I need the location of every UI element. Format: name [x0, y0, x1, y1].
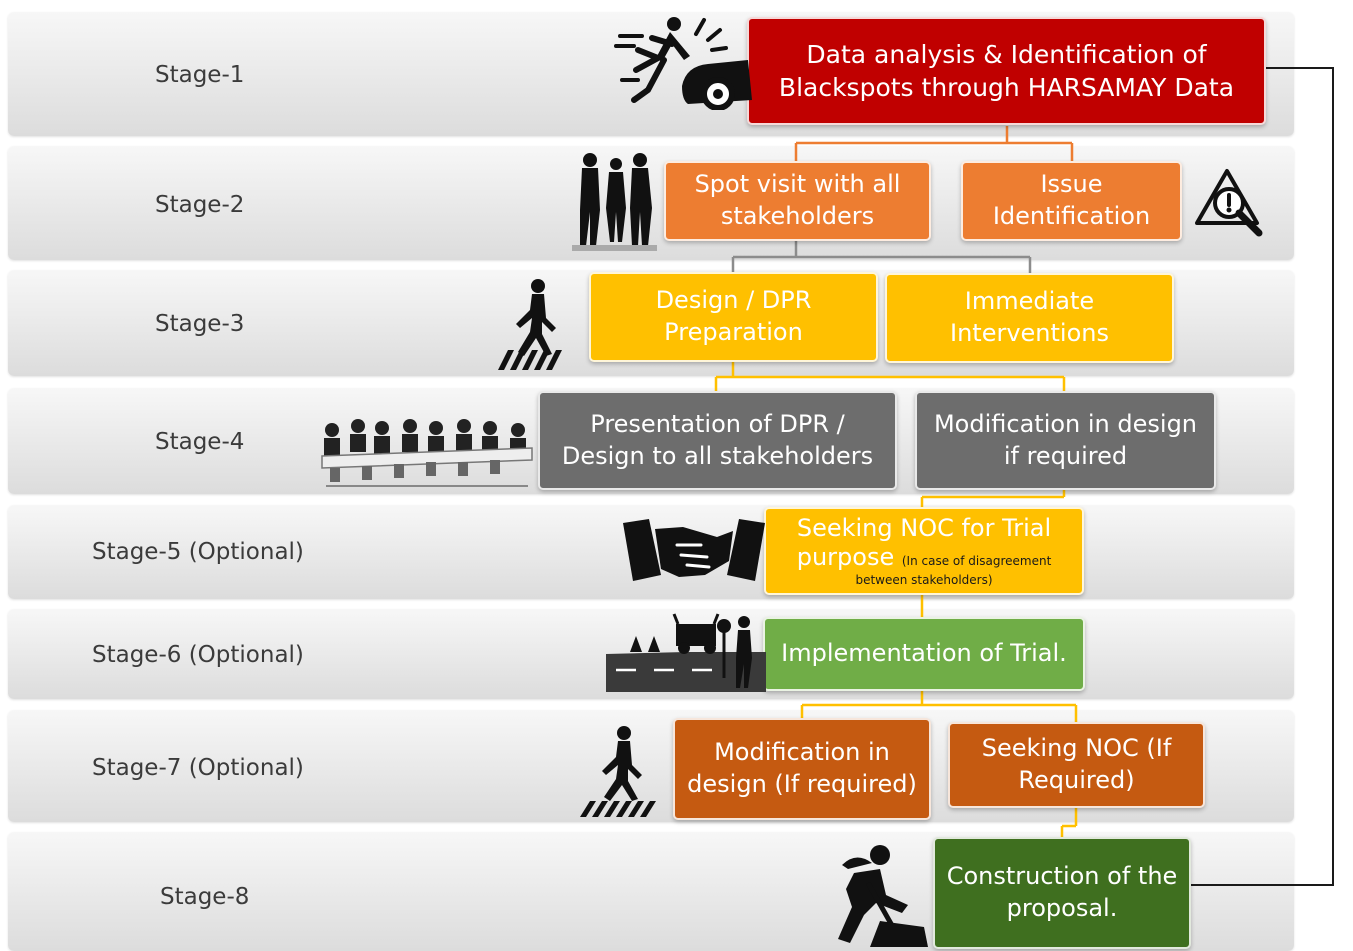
connector-stage3-stage4 — [714, 361, 1066, 392]
box-seeking-noc-trial-line2: purpose — [796, 542, 895, 571]
box-data-analysis: Data analysis & Identification of Blacks… — [747, 17, 1266, 125]
box-modification-if-required-line1: Modification in — [714, 738, 890, 767]
box-construction: Construction of the proposal. — [933, 837, 1191, 949]
pedestrian-crossing-icon — [498, 279, 562, 370]
stage-label-7: Stage-7 (Optional) — [92, 755, 304, 781]
road-trial-icon — [606, 613, 766, 692]
connector-stage6-stage7 — [800, 690, 1078, 724]
box-data-analysis-line2: Blackspots through HARSAMAY Data — [778, 73, 1235, 102]
box-immediate-interventions-line1: Immediate — [964, 287, 1095, 316]
box-spot-visit: Spot visit with all stakeholders — [664, 161, 931, 241]
stage-label-2: Stage-2 — [155, 192, 245, 218]
box-issue-identification-line2: Identification — [992, 202, 1151, 230]
box-seeking-noc: Seeking NOC (If Required) — [948, 722, 1205, 808]
stage-label-6: Stage-6 (Optional) — [92, 642, 304, 668]
stage-label-1: Stage-1 — [155, 62, 245, 88]
stage-label-4: Stage-4 — [155, 429, 245, 455]
box-modification-design: Modification in design if required — [915, 391, 1216, 490]
box-presentation-dpr-line2: Design to all stakeholders — [561, 441, 874, 470]
pedestrian-car-accident-icon — [614, 17, 752, 110]
box-immediate-interventions-line2: Interventions — [950, 319, 1109, 347]
box-spot-visit-line2: stakeholders — [720, 202, 875, 230]
box-issue-identification: Issue Identification — [961, 161, 1182, 241]
stage-label-8: Stage-8 — [160, 884, 250, 910]
box-modification-design-line1: Modification in design — [933, 409, 1198, 438]
box-design-dpr-line2: Preparation — [664, 318, 803, 346]
connector-stage2-stage3 — [731, 240, 1032, 274]
box-implementation-trial-line1: Implementation of Trial. — [781, 639, 1067, 668]
box-issue-identification-line1: Issue — [1040, 170, 1103, 199]
connector-stage7-stage8 — [1060, 806, 1078, 840]
box-modification-if-required: Modification in design (If required) — [673, 718, 931, 820]
stage-label-3: Stage-3 — [155, 311, 245, 337]
box-seeking-noc-trial-note2: between stakeholders) — [855, 572, 993, 587]
box-construction-line2: proposal. — [1006, 894, 1118, 922]
box-spot-visit-line1: Spot visit with all — [694, 170, 901, 199]
conference-table-icon — [321, 419, 533, 487]
warning-magnifier-icon — [1195, 169, 1263, 237]
box-seeking-noc-line2: Required) — [1018, 766, 1135, 794]
feedback-loop-arrow — [1191, 62, 1334, 886]
handshake-icon — [623, 519, 765, 581]
box-construction-line1: Construction of the — [946, 862, 1178, 891]
box-design-dpr: Design / DPR Preparation — [589, 272, 878, 362]
box-presentation-dpr: Presentation of DPR / Design to all stak… — [538, 391, 897, 490]
box-implementation-trial: Implementation of Trial. — [763, 617, 1085, 691]
box-seeking-noc-trial-line1: Seeking NOC for Trial — [796, 514, 1052, 543]
box-seeking-noc-trial-row2: purpose (In case of disagreement — [797, 543, 1052, 572]
road-worker-icon — [838, 845, 928, 947]
people-meeting-icon — [572, 153, 657, 251]
box-seeking-noc-line1: Seeking NOC (If — [981, 734, 1172, 763]
connector-stage4-stage5 — [920, 490, 1066, 508]
stage-label-5: Stage-5 (Optional) — [92, 539, 304, 565]
box-seeking-noc-trial: Seeking NOC for Trial purpose (In case o… — [764, 507, 1084, 595]
box-presentation-dpr-line1: Presentation of DPR / — [590, 409, 845, 438]
box-immediate-interventions: Immediate Interventions — [885, 273, 1174, 363]
box-modification-if-required-line2: design (If required) — [687, 770, 917, 798]
box-data-analysis-line1: Data analysis & Identification of — [806, 39, 1207, 69]
box-seeking-noc-trial-note1: (In case of disagreement — [901, 553, 1052, 568]
pedestrian-crossing-icon-2 — [580, 726, 656, 817]
box-design-dpr-line1: Design / DPR — [655, 286, 812, 315]
box-modification-design-line2: if required — [1003, 441, 1128, 470]
connector-stage1-stage2 — [794, 126, 1074, 162]
